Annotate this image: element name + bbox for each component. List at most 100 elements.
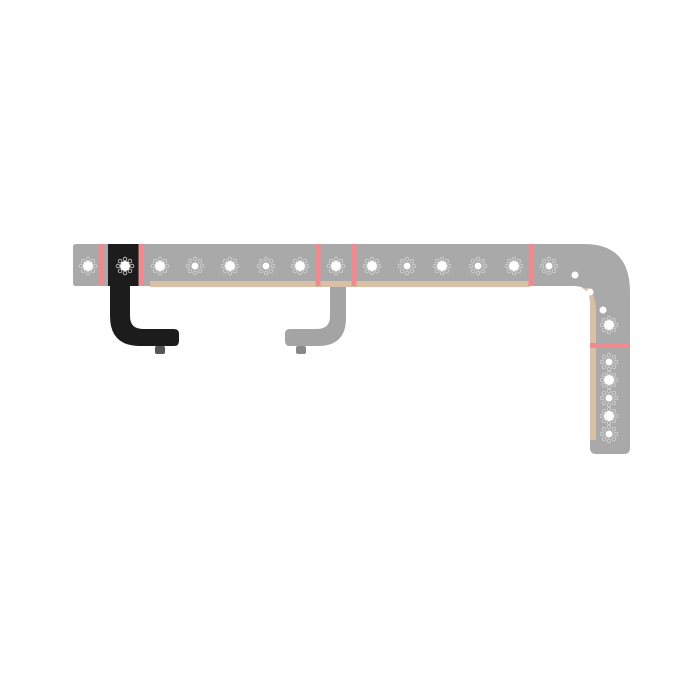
rosette-hole	[122, 256, 128, 262]
rosette-hole	[270, 263, 276, 269]
rail-hole	[155, 261, 165, 271]
rosette-hole	[434, 258, 440, 264]
rosette-hole	[541, 258, 547, 264]
rail-band	[138, 244, 144, 286]
rail-band	[528, 244, 534, 286]
rosette-hole	[611, 418, 617, 424]
rosette-hole	[185, 263, 191, 269]
rosette-hole	[551, 258, 557, 264]
rosette-hole	[92, 263, 98, 269]
rosette-hole	[606, 370, 612, 376]
rail-bands	[98, 244, 630, 348]
rosette-hole	[613, 431, 619, 437]
rosette-hole	[162, 258, 168, 264]
rosette-hole	[613, 359, 619, 365]
rosette-hole	[482, 263, 488, 269]
rosette-hole	[374, 268, 380, 274]
rosette-hole	[232, 258, 238, 264]
rosette-hole	[601, 400, 607, 406]
rosette-hole	[611, 390, 617, 396]
rosette-hole	[227, 270, 233, 276]
rosette-hole	[404, 256, 410, 262]
rosette-hole	[606, 424, 612, 430]
rosette-hole	[263, 270, 269, 276]
rail-hole	[120, 261, 130, 271]
rosette-hole	[369, 270, 375, 276]
rosette-hole	[90, 258, 96, 264]
rosette-hole	[369, 256, 375, 262]
rosette-hole	[468, 263, 474, 269]
rail-hole	[604, 375, 614, 385]
rosette-hole	[611, 382, 617, 388]
rosette-hole	[601, 408, 607, 414]
rosette-hole	[506, 268, 512, 274]
rosette-hole	[601, 372, 607, 378]
rosette-hole	[506, 258, 512, 264]
rosette-hole	[197, 258, 203, 264]
rosette-hole	[434, 268, 440, 274]
rosette-hole	[152, 268, 158, 274]
rosette-hole	[157, 270, 163, 276]
rosette-hole	[292, 258, 298, 264]
rail-hole	[331, 261, 341, 271]
rail-band	[98, 244, 104, 286]
rosette-hole	[611, 364, 617, 370]
rosette-hole	[78, 263, 84, 269]
rosette-hole	[611, 426, 617, 432]
rosette-hole	[439, 256, 445, 262]
rosette-hole	[475, 270, 481, 276]
rosette-hole	[192, 256, 198, 262]
rail-hole	[545, 262, 553, 270]
rosette-hole	[397, 263, 403, 269]
rosette-hole	[333, 256, 339, 262]
rosette-hole	[601, 364, 607, 370]
rail-hole	[604, 320, 614, 330]
rosette-hole	[516, 268, 522, 274]
rosette-hole	[304, 263, 310, 269]
rosette-hole	[551, 268, 557, 274]
rosette-hole	[122, 270, 128, 276]
rosette-hole	[541, 268, 547, 274]
rosette-hole	[404, 270, 410, 276]
rosette-hole	[599, 431, 605, 437]
rosette-hole	[192, 270, 198, 276]
rail-hole	[83, 261, 93, 271]
mounting-bracket-highlighted	[110, 286, 179, 346]
rosette-hole	[374, 258, 380, 264]
rail-hole	[605, 394, 613, 402]
rail-hole	[571, 271, 579, 279]
rosette-hole	[599, 322, 605, 328]
rosette-hole	[162, 268, 168, 274]
rosette-hole	[432, 263, 438, 269]
rosette-hole	[187, 258, 193, 264]
rail-hole	[262, 262, 270, 270]
rosette-hole	[606, 438, 612, 444]
rosette-hole	[518, 263, 524, 269]
rosette-hole	[411, 263, 417, 269]
rosette-hole	[326, 263, 332, 269]
mounting-bracket	[285, 286, 346, 346]
rosette-hole	[611, 354, 617, 360]
rosette-hole	[613, 322, 619, 328]
rosette-hole	[256, 263, 262, 269]
rosette-hole	[606, 406, 612, 412]
rosette-hole	[475, 256, 481, 262]
rosette-hole	[80, 258, 86, 264]
rosette-hole	[338, 268, 344, 274]
rosette-hole	[599, 377, 605, 383]
rosette-hole	[480, 258, 486, 264]
rosette-hole	[516, 258, 522, 264]
rosette-hole	[220, 263, 226, 269]
rosette-hole	[362, 263, 368, 269]
rosette-hole	[613, 377, 619, 383]
rosette-hole	[446, 263, 452, 269]
rail-hole	[437, 261, 447, 271]
rosette-hole	[444, 258, 450, 264]
rail-band	[315, 244, 321, 286]
rosette-hole	[399, 258, 405, 264]
rosette-hole	[470, 268, 476, 274]
rosette-hole	[606, 388, 612, 394]
rosette-hole	[328, 258, 334, 264]
rail-hole	[403, 262, 411, 270]
